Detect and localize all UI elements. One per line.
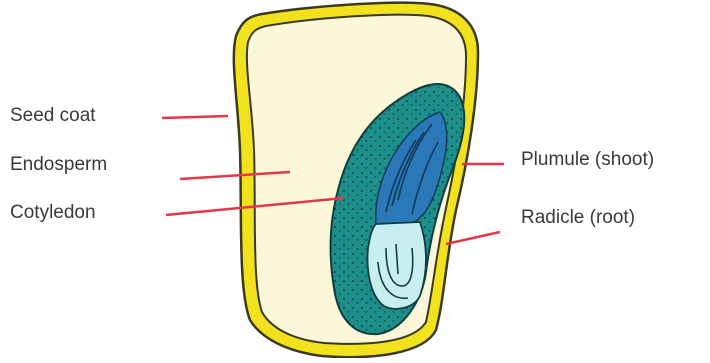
label-plumule: Plumule (shoot) xyxy=(521,150,654,169)
label-cotyledon: Cotyledon xyxy=(10,203,96,222)
radicle-leader xyxy=(446,232,500,244)
label-seed-coat: Seed coat xyxy=(10,106,96,125)
seed-coat-leader xyxy=(162,116,228,118)
label-radicle: Radicle (root) xyxy=(521,208,635,227)
label-endosperm: Endosperm xyxy=(10,155,107,174)
